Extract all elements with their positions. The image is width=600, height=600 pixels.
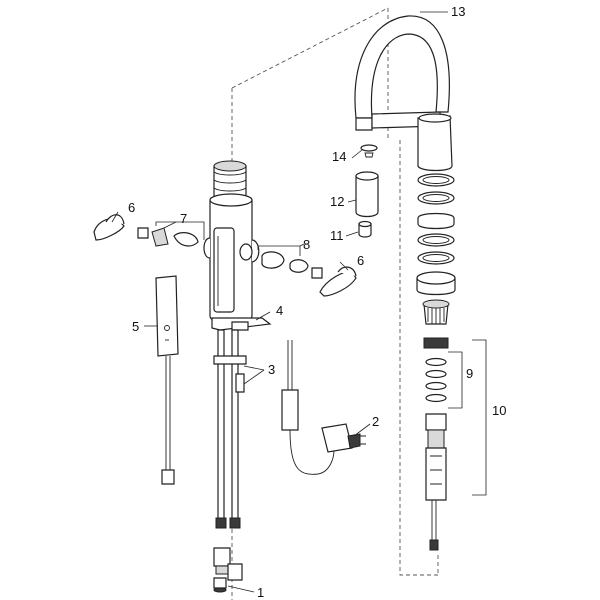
assembly-dashed-lines [231, 7, 439, 600]
callout-14: 14 [332, 149, 346, 164]
callout-1: 1 [257, 585, 264, 600]
spout-part [354, 15, 453, 172]
faucet-body-part [203, 160, 272, 331]
o-ring-set [425, 351, 463, 409]
insert-part [358, 220, 372, 238]
callout-7: 7 [180, 211, 187, 226]
valve-right-parts [257, 245, 323, 279]
hose-connectors [213, 547, 243, 593]
callout-6-left: 6 [128, 200, 135, 215]
sleeve-part [355, 171, 379, 218]
callout-5: 5 [132, 319, 139, 334]
control-cable [281, 340, 335, 475]
callout-2: 2 [372, 414, 379, 429]
lever-right-part [319, 266, 357, 297]
callout-8: 8 [303, 237, 310, 252]
callout-3: 3 [268, 362, 275, 377]
callout-labels: 13 14 12 11 6 7 8 6 4 5 3 9 10 2 1 [128, 4, 506, 600]
power-adapter-part [321, 423, 366, 453]
clip-part [360, 144, 378, 158]
callout-4: 4 [276, 303, 283, 318]
callout-13: 13 [451, 4, 465, 19]
callout-11: 11 [330, 228, 344, 243]
valve-left-parts [137, 221, 205, 247]
callout-6-right: 6 [357, 253, 364, 268]
mounting-rods [213, 329, 247, 529]
callout-9: 9 [466, 366, 473, 381]
leader-lines [111, 11, 448, 593]
sensor-bar-part [155, 275, 179, 485]
ring-stack [416, 173, 456, 349]
cartridge-part [425, 339, 487, 551]
lever-left-part [93, 214, 125, 241]
callout-12: 12 [330, 194, 344, 209]
callout-10: 10 [492, 403, 506, 418]
